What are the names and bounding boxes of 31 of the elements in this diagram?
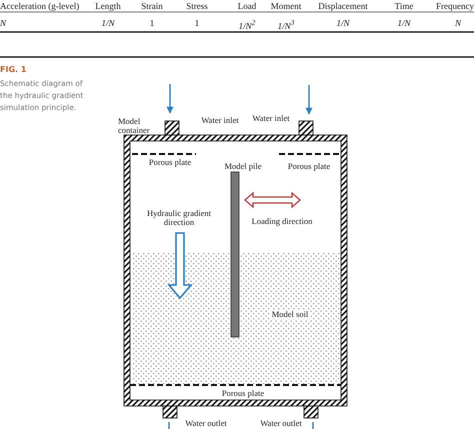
part-label: Water outlet bbox=[185, 419, 227, 428]
table-value: 1 bbox=[150, 18, 154, 28]
column-header: Length bbox=[95, 1, 121, 11]
part-label: Porous plate bbox=[148, 158, 192, 166]
table-value: 1 bbox=[194, 18, 200, 28]
column-header: Moment bbox=[270, 1, 302, 11]
table-value: N bbox=[0, 18, 6, 28]
column-header: Time bbox=[394, 1, 414, 11]
column-header: Frequency bbox=[436, 1, 474, 11]
table-value: 1/N bbox=[336, 18, 350, 28]
table-value: N bbox=[455, 18, 461, 28]
part-label: Water inlet bbox=[201, 116, 239, 124]
column-header: Load bbox=[238, 1, 256, 11]
part-label: Model pile bbox=[224, 162, 262, 170]
part-label: Porous plate bbox=[288, 162, 330, 170]
column-header: Acceleration (g-level) bbox=[0, 1, 80, 11]
table-value: 1/N bbox=[102, 18, 114, 28]
part-label: Porous plate bbox=[222, 389, 264, 398]
column-header: Strain bbox=[141, 1, 163, 11]
part-label: Water inlet bbox=[252, 114, 290, 122]
table-value: 1/N bbox=[398, 18, 410, 28]
part-label: Model container bbox=[118, 117, 151, 134]
part-label: Loading direction bbox=[252, 217, 312, 226]
table-value: 1/N$^{3}$ bbox=[278, 18, 294, 31]
part-label: Water outlet bbox=[260, 419, 302, 428]
table-value: 1/N$^{2}$ bbox=[238, 18, 256, 31]
column-header: Stress bbox=[186, 1, 208, 11]
part-label: Model soil bbox=[270, 310, 310, 318]
part-label: Hydraulic gradient direction bbox=[146, 209, 212, 226]
column-header: Displacement bbox=[318, 1, 368, 11]
figure-number: FIG. 1 bbox=[0, 65, 26, 75]
